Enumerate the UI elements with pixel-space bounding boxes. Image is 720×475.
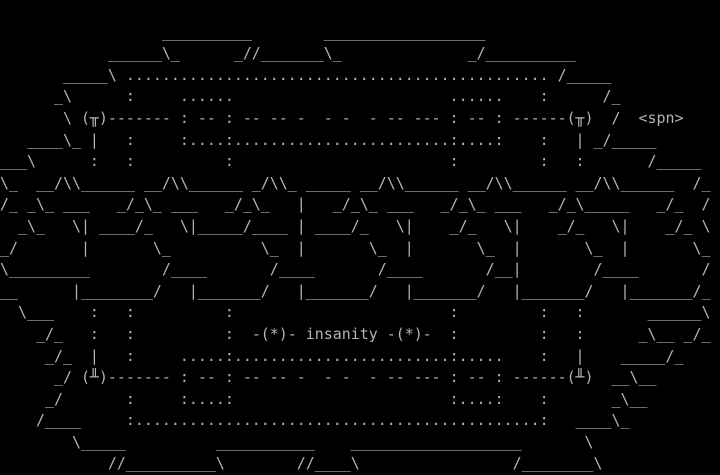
art-line: ____\_ | : :....:.......................… (0, 130, 657, 149)
art-line-title-row: _/_ : : : -(*)- insanity -(*)- : : : _\_… (0, 324, 720, 346)
art-segment: _/_ : : : (0, 324, 252, 343)
art-line: ______\_ _//_______\_ _/__________ (0, 44, 576, 63)
art-line: \_________ /____ /____ /____ /__| /____ … (0, 260, 711, 279)
art-line-signature-row: \ (╥)------- : -- : -- -- - - - - -- ---… (0, 108, 720, 130)
artist-signature: <spn> (638, 108, 684, 127)
art-line: //__________\ //____\ /________\ (0, 454, 603, 473)
art-line (0, 0, 720, 22)
art-line: _____\ .................................… (0, 65, 612, 84)
art-line: _/ (╨)------- : -- : -- -- - - - - -- --… (0, 368, 657, 387)
art-line: ___\ : : : : : : /_____ (0, 152, 702, 171)
art-title: -(*)- insanity -(*)- (251, 324, 432, 343)
art-line: _/_ | : .....:........................:.… (0, 346, 684, 365)
art-line: \_____ ___________ ___________________ \ (0, 432, 594, 451)
art-line: \_ __/\\______ __/\\______ _/\\_ _____ _… (0, 173, 711, 192)
art-line: __ |________/ |_______/ |_______/ |_____… (0, 281, 711, 300)
art-line: _\ : ...... ...... : /_ (0, 87, 621, 106)
art-segment: \ (╥)------- : -- : -- -- - - - - -- ---… (0, 108, 639, 127)
art-line: /____ :.................................… (0, 411, 630, 430)
art-segment: : : : _\__ _/_ (431, 324, 711, 343)
art-line: _\_ \| ____/_ \|_____/____ | ____/_ \| _… (0, 216, 711, 235)
art-line: __________ __________________ (0, 22, 486, 41)
art-line: _/ | \_ \_ | \_ | \_ | \_ | \_ (0, 238, 711, 257)
art-line: /_ _\_ ___ _/_\_ ___ _/_\_ | _/_\_ ___ _… (0, 195, 711, 214)
art-line: \___ : : : : : : ______\ (0, 303, 711, 322)
art-line: _/ : :....: :....: : _\__ (0, 389, 648, 408)
